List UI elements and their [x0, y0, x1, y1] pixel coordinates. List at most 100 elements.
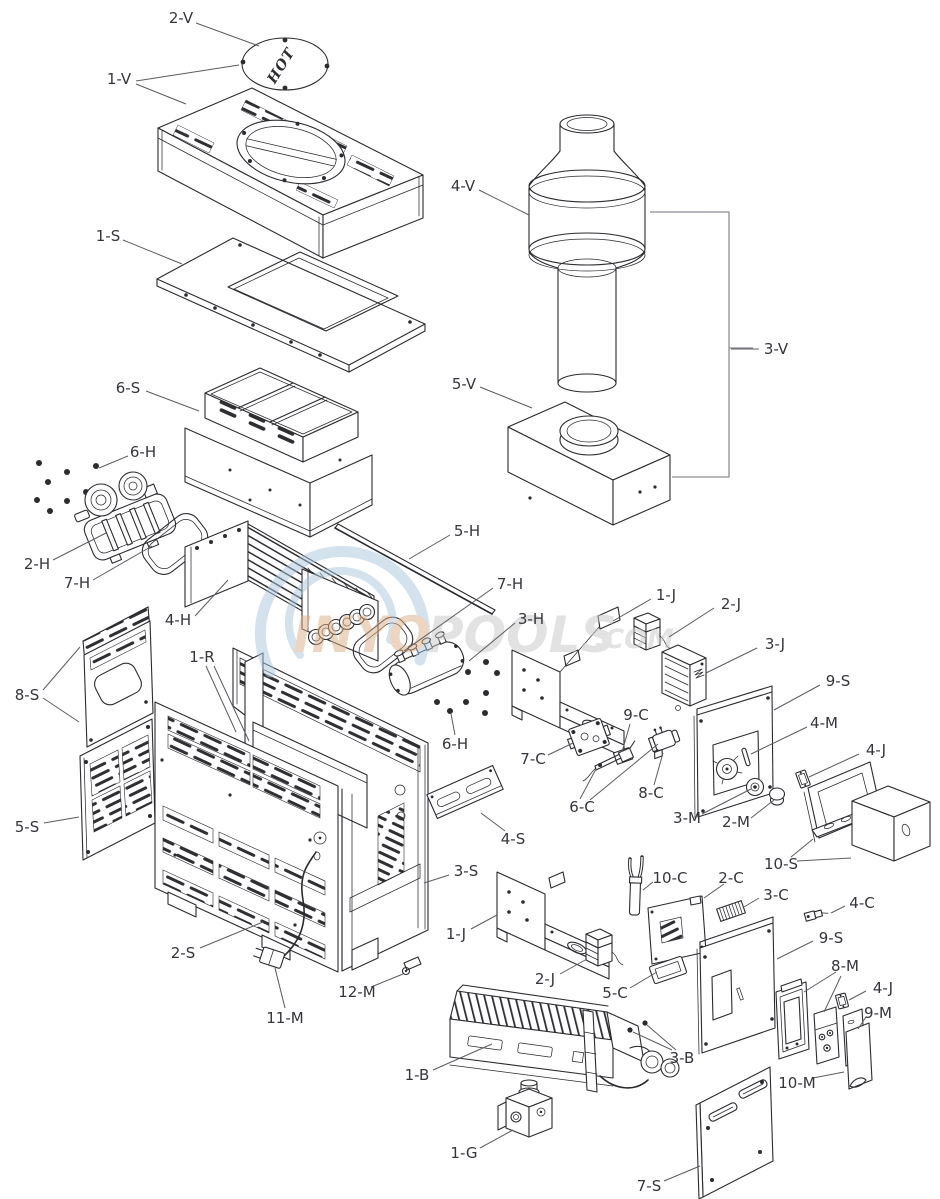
part-label-4-J-b: 4-J — [873, 979, 893, 997]
part-label-7-H-b: 7-H — [497, 575, 523, 593]
leader-line-3-H — [468, 622, 516, 662]
part-knob-2M — [768, 787, 786, 806]
part-label-3-S: 3-S — [454, 862, 478, 880]
leader-line-6-H-a — [98, 455, 129, 469]
leader-line-8-C — [653, 752, 664, 786]
part-label-9-S-b: 9-S — [819, 929, 843, 947]
part-label-3-V: 3-V — [764, 340, 789, 358]
part-label-3-H: 3-H — [518, 610, 544, 628]
part-label-12-M: 12-M — [338, 983, 375, 1001]
part-sensor-6C — [582, 747, 635, 782]
part-label-1-B: 1-B — [405, 1066, 430, 1084]
part-label-7-C: 7-C — [520, 750, 545, 768]
part-label-3-M: 3-M — [673, 809, 701, 827]
leader-line-6-S — [145, 390, 200, 412]
part-label-6-C: 6-C — [569, 798, 594, 816]
part-label-10-S: 10-S — [764, 855, 798, 873]
leader-line-4-S — [480, 812, 506, 832]
part-label-10-M: 10-M — [778, 1074, 815, 1092]
part-switch-4J-top — [795, 769, 811, 789]
leader-line-11-M — [274, 967, 286, 1009]
leader-line-2-J-a — [668, 607, 715, 638]
part-power-cord-11M — [253, 946, 286, 969]
part-label-4-V: 4-V — [451, 177, 476, 195]
part-label-2-J-a: 2-J — [721, 595, 741, 613]
part-bracket-4S — [426, 764, 504, 820]
part-switch-8C — [647, 726, 681, 760]
part-top-cover-1V — [157, 87, 424, 259]
leader-line-8-S — [42, 646, 81, 691]
part-panel-9S-bottom — [696, 916, 776, 1055]
part-label-6-H-a: 6-H — [130, 443, 156, 461]
part-label-1-V: 1-V — [107, 70, 132, 88]
part-connector-4C — [803, 909, 829, 922]
leader-line-5-H — [408, 534, 451, 560]
leader-line-2-M — [750, 799, 775, 819]
watermark-swoosh-inner — [284, 566, 397, 659]
part-vent-cap-plate-2V: HOT — [240, 37, 330, 91]
part-clip-12M — [401, 956, 422, 976]
part-panels-8S — [82, 606, 154, 748]
part-relay-7C — [567, 718, 611, 756]
leader-line-7-C — [547, 742, 574, 756]
part-header-2H — [74, 471, 177, 564]
leader-line-6-C — [579, 768, 597, 800]
part-label-1-G: 1-G — [450, 1144, 477, 1162]
leader-line-7-H-b — [403, 587, 494, 652]
part-vent-box-5V — [507, 401, 671, 526]
leader-line-3-S — [423, 874, 450, 884]
part-contactor-3J — [661, 644, 707, 711]
part-panel-7S — [695, 1066, 774, 1199]
leader-line-4-J-b — [848, 990, 867, 1001]
part-gas-valve-1G — [497, 1079, 553, 1138]
leader-line-1-B — [432, 1043, 493, 1071]
part-label-2-H: 2-H — [24, 555, 50, 573]
leader-line-1-V — [135, 83, 187, 105]
leader-line-1-S — [122, 239, 183, 265]
callout-labels-layer: 2-V1-V1-S4-V3-V5-V6-S6-H2-H7-H4-H5-H7-H3… — [15, 9, 893, 1195]
part-label-4-C: 4-C — [849, 894, 874, 912]
part-label-2-V: 2-V — [169, 9, 194, 27]
part-label-9-C: 9-C — [623, 706, 648, 724]
part-front-panel-2S — [154, 701, 339, 973]
part-label-3-C: 3-C — [763, 886, 788, 904]
part-transformer-2J-bottom — [585, 928, 624, 967]
screws-3B — [627, 1020, 648, 1033]
part-label-8-S: 8-S — [15, 686, 39, 704]
leader-line-6-C — [589, 743, 659, 801]
part-label-1-J-a: 1-J — [656, 586, 676, 604]
part-top-plate-1S — [156, 237, 426, 373]
leader-line-1-G — [479, 1129, 514, 1149]
leader-line-5-C — [629, 971, 658, 989]
leader-line-2-V — [195, 22, 260, 47]
part-label-9-S-a: 9-S — [826, 672, 850, 690]
leader-line-8-S — [42, 697, 80, 723]
leader-line-9-M — [857, 1016, 867, 1030]
leader-line-3-B — [646, 1024, 677, 1051]
part-burner-tray-1B — [449, 984, 680, 1093]
leader-line-4-M — [750, 726, 808, 755]
part-label-5-S: 5-S — [15, 818, 39, 836]
part-label-5-H: 5-H — [454, 522, 480, 540]
part-label-2-J-b: 2-J — [535, 970, 555, 988]
part-label-5-V: 5-V — [452, 375, 477, 393]
power-cord-wire — [282, 851, 317, 958]
leader-line-9-S-a — [773, 684, 821, 711]
leader-line-2-H — [52, 532, 107, 561]
part-label-8-C: 8-C — [638, 784, 663, 802]
part-switch-4J-bottom — [835, 992, 849, 1010]
leader-line-3-C — [743, 897, 760, 908]
watermark-text-inyo: INYO — [293, 606, 430, 664]
leader-line-10-C — [642, 881, 654, 891]
leader-line-1-V — [135, 64, 240, 82]
part-label-5-C: 5-C — [602, 984, 627, 1002]
leader-line-10-M — [812, 1071, 845, 1079]
part-flue-collector-6S — [184, 367, 373, 538]
leader-line-7-H-a — [92, 545, 153, 581]
part-terminal-strip-3C — [716, 900, 746, 922]
part-label-7-H-a: 7-H — [64, 574, 90, 592]
leader-line-1-R — [213, 665, 250, 742]
leader-line-4-H — [194, 579, 229, 617]
part-label-11-M: 11-M — [266, 1009, 303, 1027]
